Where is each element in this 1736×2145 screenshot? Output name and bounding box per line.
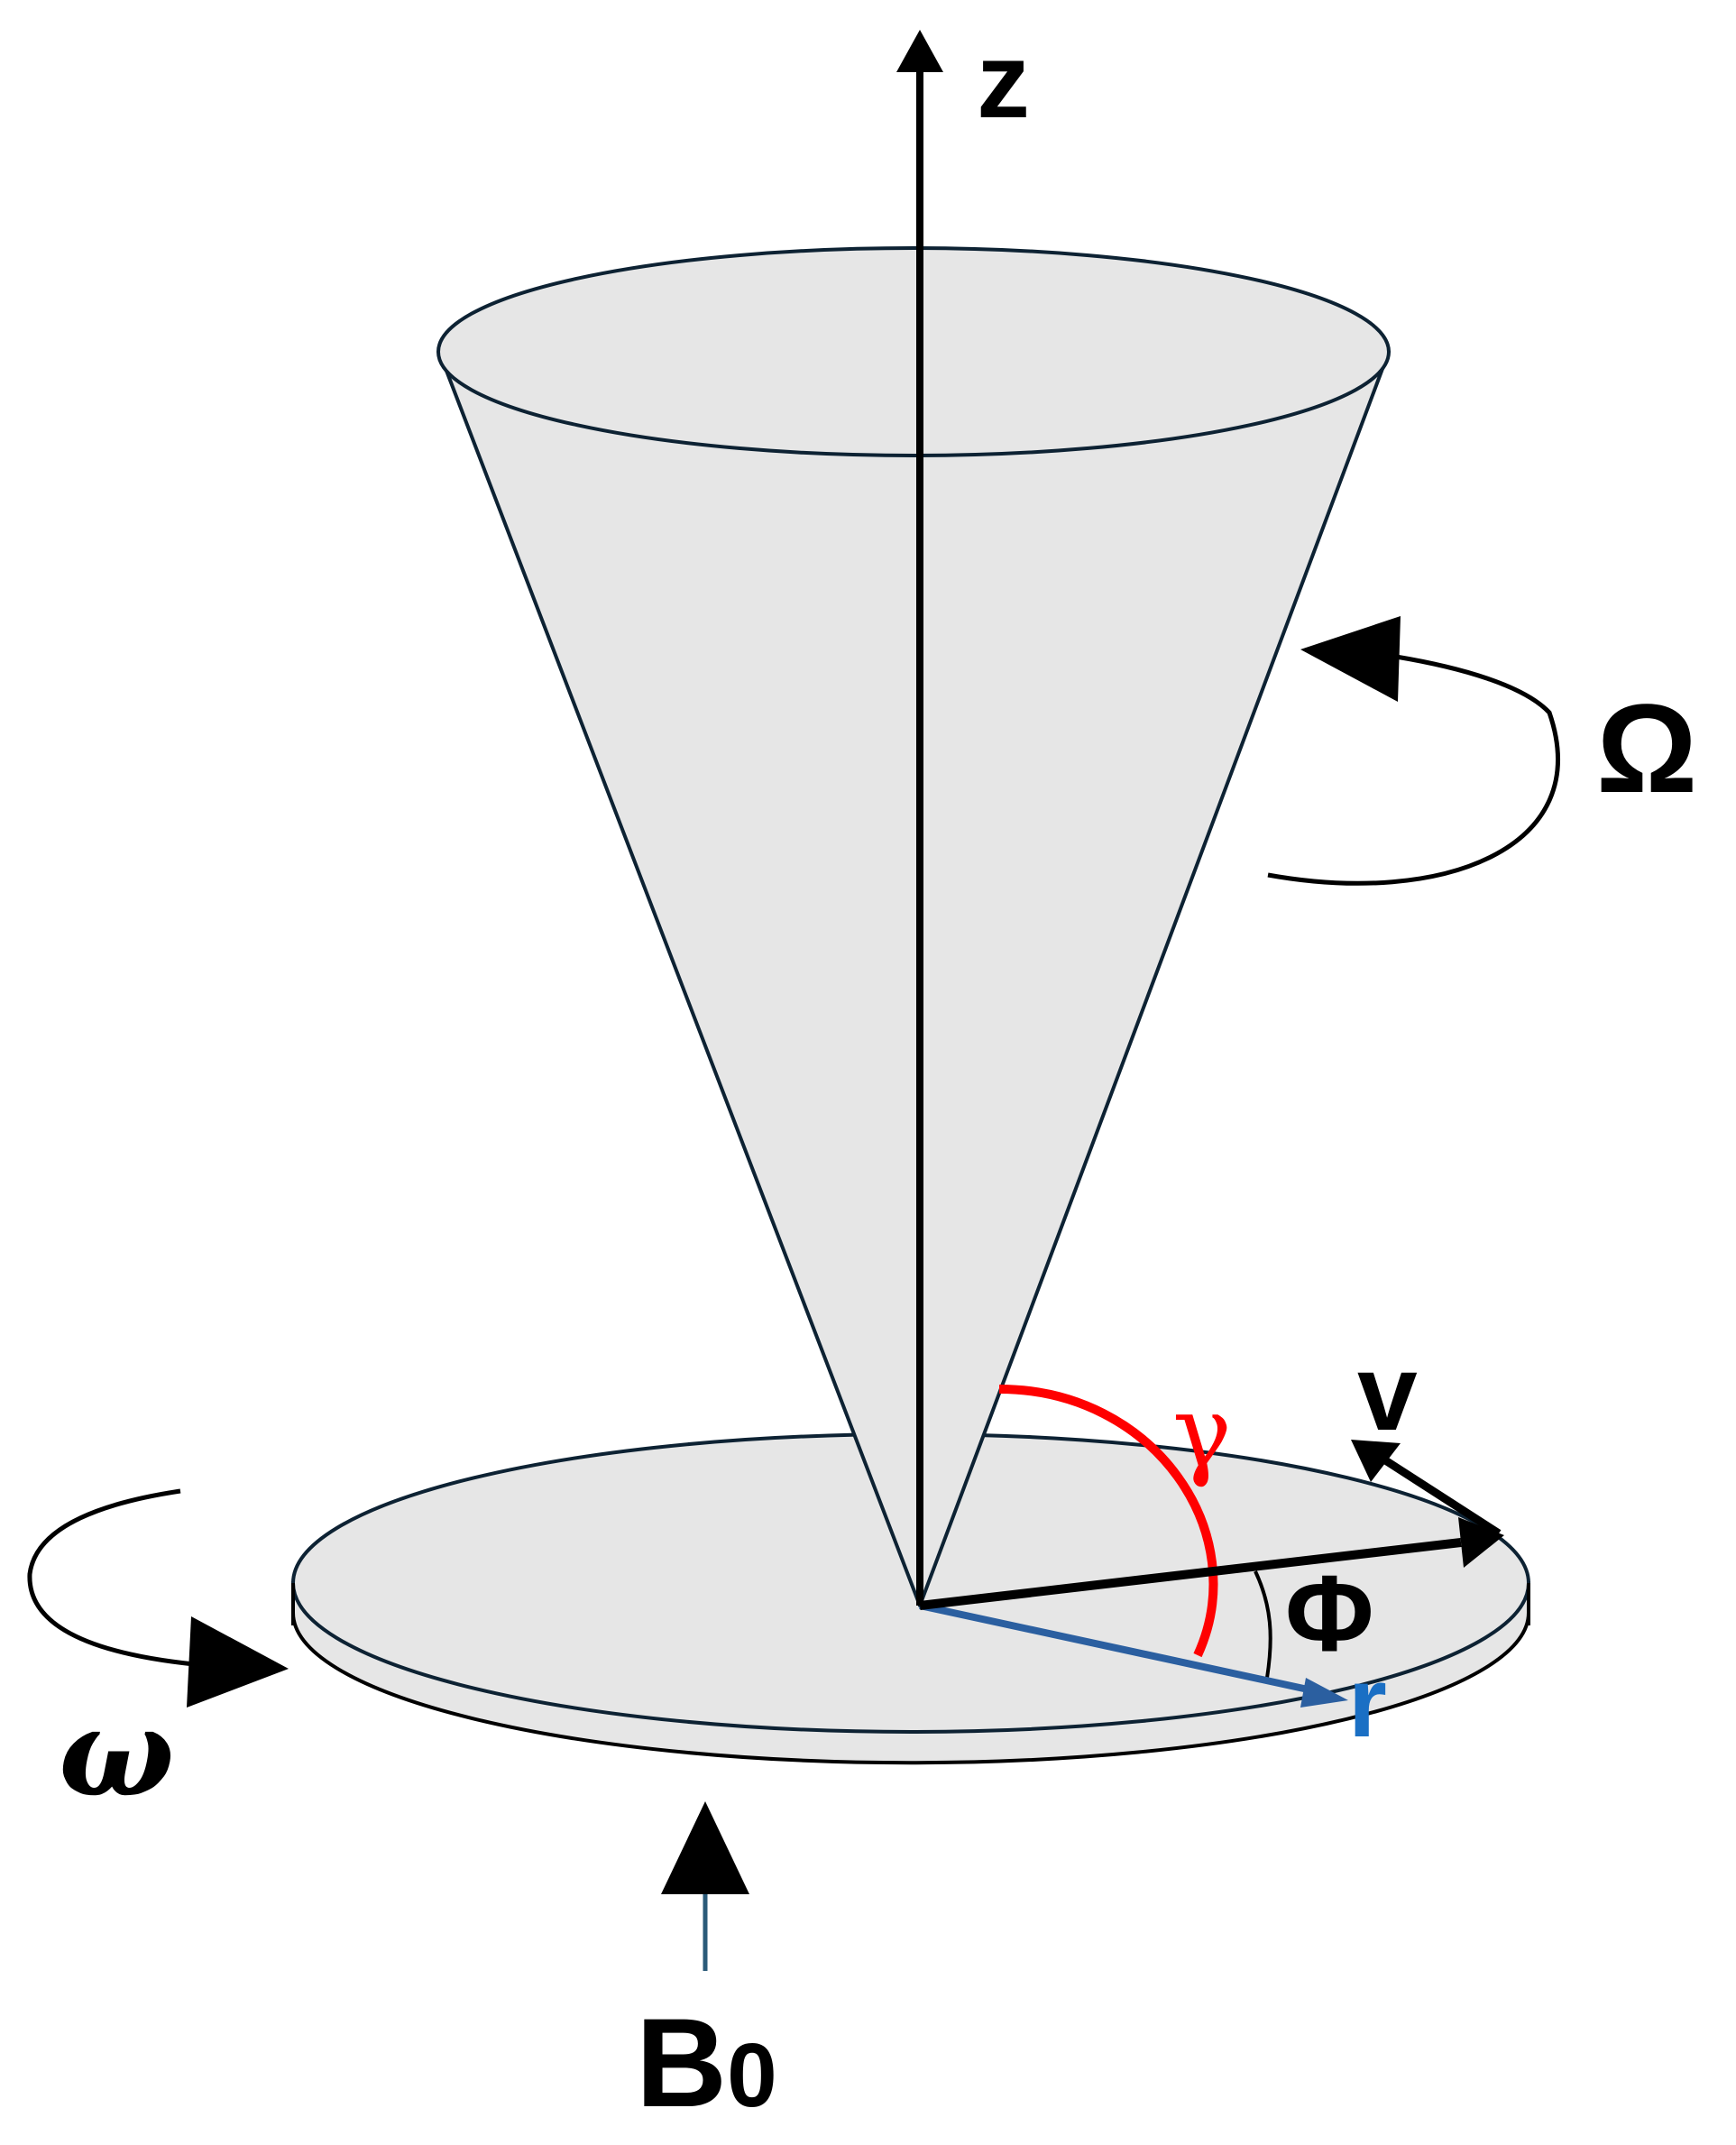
- phi-arc: [1254, 1570, 1272, 1679]
- magnetic-field-arrow: [661, 1801, 749, 1971]
- radius-vector-line: [919, 1538, 1462, 1610]
- r-vector-line: [919, 1602, 1313, 1694]
- z-axis-arrowhead: [896, 30, 943, 72]
- phi-label: Φ: [1285, 1553, 1374, 1674]
- omega-curve: [1267, 654, 1560, 886]
- v-vector: [1351, 1440, 1502, 1537]
- v-vector-line: [1377, 1453, 1502, 1537]
- radius-vector-arrowhead: [1458, 1517, 1504, 1568]
- r-vector-arrowhead: [1300, 1678, 1348, 1708]
- cone-body: [437, 350, 1391, 1607]
- field-arrowhead: [661, 1801, 749, 1894]
- disk-rotation-arrow: [27, 1488, 289, 1708]
- small-omega-curve: [27, 1488, 195, 1667]
- z-axis: [896, 30, 943, 1606]
- r-vector: [919, 1602, 1348, 1708]
- field-label-main: B: [636, 1992, 727, 2133]
- gamma-arc: [998, 1385, 1218, 1658]
- v-label: v: [1357, 1332, 1418, 1453]
- cone: [436, 246, 1391, 1607]
- field-label: B0: [636, 1992, 777, 2133]
- small-omega-label: ω: [59, 1680, 175, 1824]
- omega-arrowhead: [1300, 616, 1401, 702]
- v-vector-arrowhead: [1351, 1440, 1401, 1482]
- gamma-label: γ: [1172, 1374, 1232, 1489]
- cone-top-ellipse: [436, 246, 1391, 457]
- omega-label: Ω: [1596, 677, 1697, 819]
- r-label: r: [1348, 1647, 1387, 1758]
- z-axis-label: z: [977, 22, 1030, 141]
- small-omega-arrowhead: [187, 1616, 289, 1708]
- radius-vector: [919, 1517, 1504, 1610]
- field-label-subscript: 0: [727, 2025, 777, 2126]
- cone-rotation-arrow: [1267, 616, 1560, 886]
